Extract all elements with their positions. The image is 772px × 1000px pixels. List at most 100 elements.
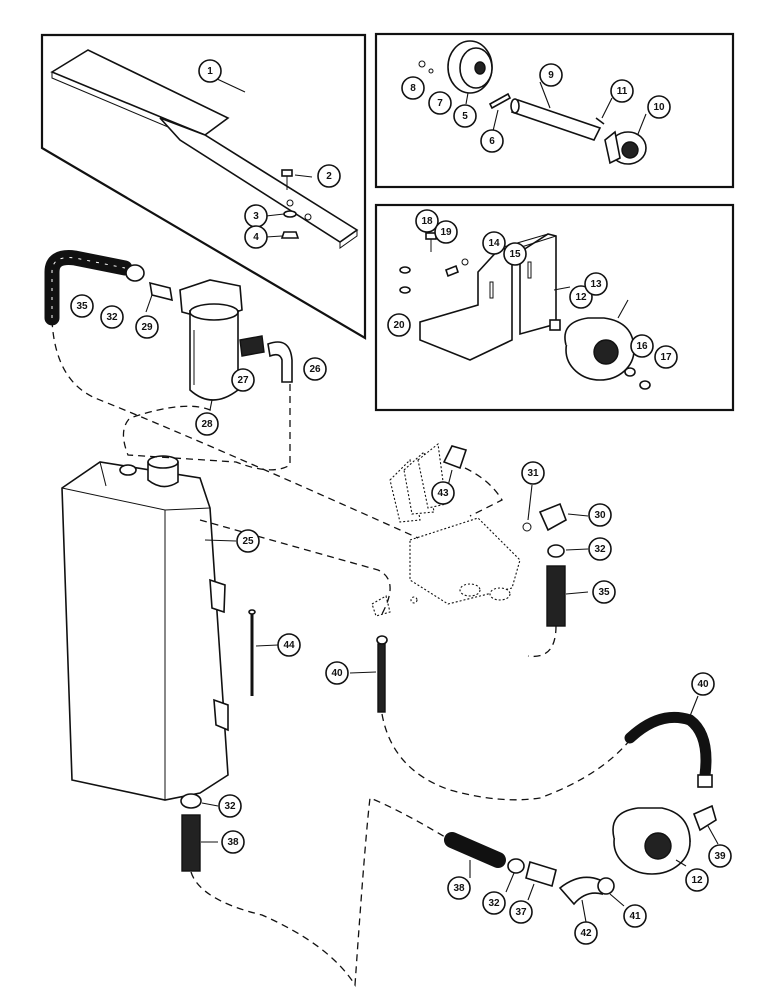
callout-c16: 16 xyxy=(630,334,654,358)
callout-circle xyxy=(434,220,458,244)
callout-number: 31 xyxy=(527,468,539,479)
callout-circle xyxy=(521,461,545,485)
callout-c40a: 40 xyxy=(325,661,349,685)
callout-circle xyxy=(218,794,242,818)
callout-c31: 31 xyxy=(521,461,545,485)
callout-number: 10 xyxy=(653,102,665,113)
callout-circle xyxy=(195,412,219,436)
callout-c28: 28 xyxy=(195,412,219,436)
callout-c40b: 40 xyxy=(691,672,715,696)
callout-circle xyxy=(135,315,159,339)
callout-number: 32 xyxy=(488,898,500,909)
callout-c1: 1 xyxy=(198,59,222,83)
callout-circle xyxy=(244,225,268,249)
callout-c41: 41 xyxy=(623,904,647,928)
callout-c3: 3 xyxy=(244,204,268,228)
callout-circle xyxy=(401,76,425,100)
callout-number: 38 xyxy=(453,883,465,894)
callout-number: 12 xyxy=(575,292,587,303)
callout-circle xyxy=(231,368,255,392)
panel-bracket xyxy=(40,33,367,340)
callout-c17: 17 xyxy=(654,345,678,369)
callout-c35a: 35 xyxy=(70,294,94,318)
callout-circle xyxy=(691,672,715,696)
callout-circle xyxy=(588,503,612,527)
callout-circle xyxy=(482,891,506,915)
callout-circle xyxy=(236,529,260,553)
callout-c15: 15 xyxy=(503,242,527,266)
callout-circle xyxy=(198,59,222,83)
callout-circle xyxy=(574,921,598,945)
callout-circle xyxy=(685,868,709,892)
callout-c39: 39 xyxy=(708,844,732,868)
callout-number: 9 xyxy=(548,70,554,81)
callout-circle xyxy=(509,900,533,924)
callout-c38b: 38 xyxy=(447,876,471,900)
callout-circle xyxy=(503,242,527,266)
callout-number: 35 xyxy=(76,301,88,312)
callout-number: 26 xyxy=(309,364,321,375)
callout-circle xyxy=(708,844,732,868)
hose-right xyxy=(624,695,713,788)
callout-circle xyxy=(569,285,593,309)
callout-c10: 10 xyxy=(647,95,671,119)
callout-circle xyxy=(325,661,349,685)
callout-c9: 9 xyxy=(539,63,563,87)
callout-c7: 7 xyxy=(428,91,452,115)
callout-c5: 5 xyxy=(453,104,477,128)
callout-c20: 20 xyxy=(387,313,411,337)
callout-number: 32 xyxy=(594,544,606,555)
panel-pump-mount xyxy=(374,203,735,412)
callout-circle xyxy=(277,633,301,657)
callout-number: 25 xyxy=(242,536,254,547)
callout-circle xyxy=(431,481,455,505)
callout-c11: 11 xyxy=(610,79,634,103)
callout-circle xyxy=(100,305,124,329)
callout-number: 7 xyxy=(437,98,443,109)
callout-c43: 43 xyxy=(431,481,455,505)
callout-circle xyxy=(415,209,439,233)
callout-number: 37 xyxy=(515,907,527,918)
callout-circle xyxy=(482,231,506,255)
callout-circle xyxy=(387,313,411,337)
callout-number: 14 xyxy=(488,238,500,249)
callout-number: 35 xyxy=(598,587,610,598)
callout-number: 6 xyxy=(489,136,495,147)
callout-number: 3 xyxy=(253,211,259,222)
callout-number: 19 xyxy=(440,227,452,238)
callouts: 1234567891011121314151617181920353229272… xyxy=(70,59,732,945)
callout-c32c: 32 xyxy=(218,794,242,818)
callout-circle xyxy=(317,164,341,188)
callout-number: 13 xyxy=(590,279,602,290)
reservoir-tank xyxy=(61,455,237,801)
callout-circle xyxy=(588,537,612,561)
callout-number: 40 xyxy=(331,668,343,679)
callout-number: 41 xyxy=(629,911,641,922)
callout-number: 2 xyxy=(326,171,332,182)
callout-number: 1 xyxy=(207,66,213,77)
callout-circle xyxy=(303,357,327,381)
callout-c25: 25 xyxy=(236,529,260,553)
callout-number: 16 xyxy=(636,341,648,352)
callout-c44: 44 xyxy=(277,633,301,657)
callout-number: 4 xyxy=(253,232,259,243)
callout-circle xyxy=(221,830,245,854)
callout-circle xyxy=(647,95,671,119)
callout-c29: 29 xyxy=(135,315,159,339)
callout-circle xyxy=(447,876,471,900)
callout-circle xyxy=(654,345,678,369)
callout-number: 43 xyxy=(437,488,449,499)
callout-c18: 18 xyxy=(415,209,439,233)
callout-number: 18 xyxy=(421,216,433,227)
callout-c4: 4 xyxy=(244,225,268,249)
callout-c26: 26 xyxy=(303,357,327,381)
callout-circle xyxy=(70,294,94,318)
callout-number: 20 xyxy=(393,320,405,331)
callout-number: 29 xyxy=(141,322,153,333)
callout-number: 32 xyxy=(106,312,118,323)
callout-c13: 13 xyxy=(584,272,608,296)
callout-number: 32 xyxy=(224,801,236,812)
callout-circle xyxy=(584,272,608,296)
panel-pulley-shaft xyxy=(374,32,735,189)
